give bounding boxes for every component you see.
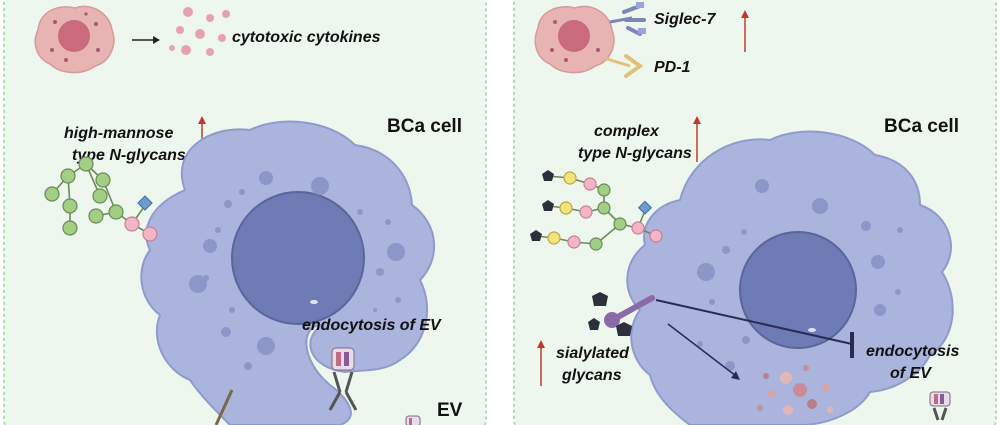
- galactose-units: [547, 171, 577, 245]
- siglec-7-label: Siglec-7: [654, 11, 716, 28]
- ev-small-left: [405, 415, 421, 425]
- cell-organelles-right: [697, 179, 903, 371]
- fucose-left: [137, 195, 153, 211]
- nucleus-right: [739, 231, 857, 349]
- sialylated-glycan: [588, 292, 655, 336]
- siglec-7-receptor: [609, 2, 646, 36]
- inhibition-line: [655, 299, 854, 358]
- bca-cell-title-right: BCa cell: [884, 116, 959, 137]
- glcnac-units-right-core: [631, 221, 663, 243]
- nucleus-left: [231, 191, 365, 325]
- sialylated-label: sialylated: [556, 345, 630, 362]
- up-arrow-sialylated: [537, 340, 545, 386]
- n-glycans-label-left: type N-glycans: [72, 147, 186, 164]
- ev-label: EV: [437, 400, 463, 421]
- high-mannose-label: high-mannose: [64, 125, 173, 142]
- nk-cell-left: [34, 5, 115, 74]
- signal-arrow: [667, 323, 740, 380]
- ev-debris: [757, 365, 833, 415]
- glycans-label: glycans: [561, 367, 622, 384]
- endocytosis-label-left: endocytosis of EV: [302, 317, 442, 334]
- complex-label: complex: [594, 123, 660, 140]
- bca-cell-title-left: BCa cell: [387, 116, 462, 137]
- cytokine-dots: [169, 7, 230, 56]
- up-arrow-right-glycan: [693, 116, 701, 162]
- pd-1-label: PD-1: [654, 59, 691, 76]
- n-glycans-label-right: type N-glycans: [578, 145, 692, 162]
- cell-organelles-left: [189, 171, 405, 370]
- fucose-right: [637, 200, 653, 215]
- mannose-units-right: [589, 183, 627, 251]
- pd-1-receptor: [603, 54, 644, 78]
- mannose-units: [44, 156, 124, 236]
- up-arrow-siglec: [741, 10, 749, 52]
- nk-cell-right: [534, 5, 615, 74]
- endocytosis-label-right-1: endocytosis: [866, 343, 959, 360]
- glcnac-units-left: [124, 216, 158, 242]
- stick-left: [214, 389, 234, 425]
- endocytosis-label-right-2: of EV: [890, 365, 932, 382]
- ev-receptor-left: [328, 347, 358, 411]
- cytotoxic-cytokines-label: cytotoxic cytokines: [232, 29, 381, 46]
- ev-small-right: [929, 391, 951, 421]
- glcnac-units-right-outer: [567, 177, 597, 249]
- sialic-acid-units: [530, 170, 554, 241]
